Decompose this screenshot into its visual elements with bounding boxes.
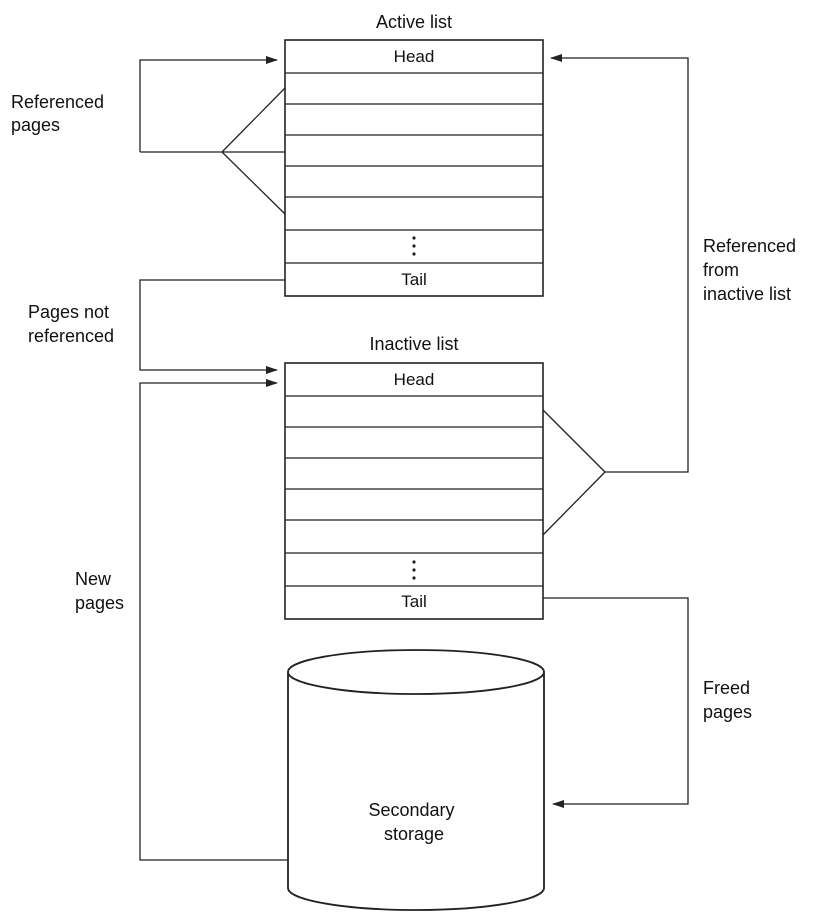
- referenced-pages-connector: [139, 56, 286, 215]
- referenced-from-inactive-label: Referenced from inactive list: [703, 236, 801, 304]
- pages-not-referenced-line-2: referenced: [28, 326, 114, 346]
- freed-pages-line-2: pages: [703, 702, 752, 722]
- inactive-list: Inactive list Head Tail: [284, 334, 544, 620]
- storage-label-line-2: storage: [384, 824, 444, 844]
- freed-pages-connector: [543, 597, 689, 808]
- secondary-storage: Secondary storage: [287, 649, 545, 911]
- active-list: Active list Head Tail: [284, 12, 544, 297]
- active-list-dividers: [285, 72, 543, 264]
- pages-not-referenced-line-1: Pages not: [28, 302, 109, 322]
- active-list-title: Active list: [376, 12, 452, 32]
- freed-pages-label: Freed pages: [703, 678, 755, 722]
- inactive-list-dividers: [285, 395, 543, 587]
- referenced-from-inactive-line-2: from: [703, 260, 739, 280]
- pages-not-referenced-connector: [139, 279, 285, 374]
- active-list-ellipsis: [412, 236, 416, 256]
- new-pages-label: New pages: [75, 569, 124, 613]
- storage-cylinder-top: [287, 649, 545, 695]
- active-list-box: [284, 39, 544, 297]
- inactive-list-tail: Tail: [401, 592, 427, 611]
- referenced-pages-label: Referenced pages: [11, 92, 109, 135]
- pages-not-referenced-label: Pages not referenced: [28, 302, 114, 346]
- active-list-tail: Tail: [401, 270, 427, 289]
- new-pages-connector: [139, 379, 288, 861]
- active-list-head: Head: [394, 47, 435, 66]
- storage-cylinder-body: [287, 672, 545, 911]
- referenced-from-inactive-connector: [542, 54, 689, 536]
- freed-pages-line-1: Freed: [703, 678, 750, 698]
- inactive-list-head: Head: [394, 370, 435, 389]
- new-pages-line-2: pages: [75, 593, 124, 613]
- inactive-list-box: [284, 362, 544, 620]
- referenced-from-inactive-line-3: inactive list: [703, 284, 791, 304]
- storage-label-line-1: Secondary: [368, 800, 454, 820]
- inactive-list-title: Inactive list: [369, 334, 458, 354]
- referenced-from-inactive-line-1: Referenced: [703, 236, 796, 256]
- referenced-pages-line-2: pages: [11, 115, 60, 135]
- new-pages-line-1: New: [75, 569, 112, 589]
- referenced-pages-line-1: Referenced: [11, 92, 104, 112]
- inactive-list-ellipsis: [412, 560, 416, 580]
- storage-label: Secondary storage: [368, 800, 459, 844]
